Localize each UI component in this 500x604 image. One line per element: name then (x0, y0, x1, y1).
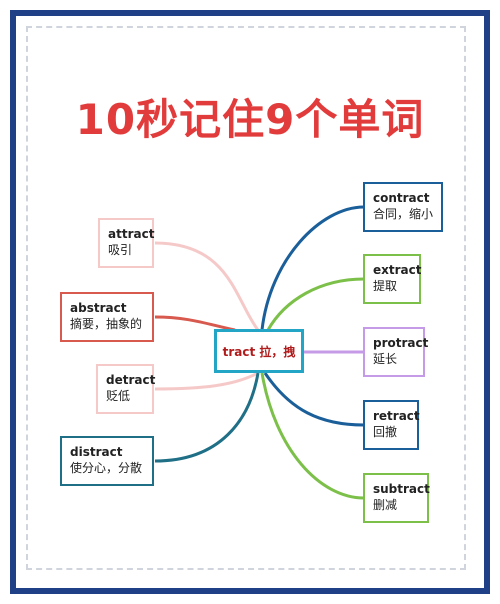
node-detract-en: detract (106, 373, 156, 387)
node-detract-cn: 贬低 (106, 389, 131, 403)
node-distract-cn: 使分心，分散 (70, 461, 143, 475)
node-distract-en: distract (70, 445, 123, 459)
node-abstract: abstract 摘要，抽象的 (60, 292, 154, 342)
node-contract-cn: 合同，缩小 (373, 207, 434, 221)
node-attract-en: attract (108, 227, 155, 241)
node-subtract: subtract 删减 (363, 473, 430, 523)
node-distract: distract 使分心，分散 (60, 436, 154, 486)
node-abstract-en: abstract (70, 301, 127, 315)
node-retract-cn: 回撤 (373, 425, 398, 439)
connector-abstract (154, 315, 236, 332)
node-subtract-cn: 删减 (373, 498, 398, 512)
node-extract-cn: 提取 (373, 279, 398, 293)
node-protract-en: protract (373, 336, 429, 350)
connector-attract (154, 241, 260, 331)
node-subtract-en: subtract (373, 482, 430, 496)
node-contract: contract 合同，缩小 (363, 182, 443, 232)
node-protract-cn: 延长 (373, 352, 398, 366)
node-extract-en: extract (373, 263, 422, 277)
connector-extract (266, 277, 365, 331)
center-node: tract 拉，拽 (214, 329, 304, 373)
connector-contract (260, 205, 365, 331)
page-title: 10秒记住9个单词 (75, 95, 425, 144)
node-contract-en: contract (373, 191, 430, 205)
node-retract-en: retract (373, 409, 420, 423)
inner-dashed-border (26, 26, 466, 570)
connector-distract (154, 372, 260, 463)
node-retract: retract 回撤 (363, 400, 420, 450)
node-abstract-cn: 摘要，抽象的 (70, 317, 143, 331)
node-extract: extract 提取 (363, 254, 421, 304)
node-attract-cn: 吸引 (108, 243, 133, 257)
node-protract: protract 延长 (363, 327, 429, 377)
connector-retract (263, 372, 365, 427)
connector-subtract (260, 372, 365, 500)
connector-detract (154, 371, 259, 391)
node-detract: detract 贬低 (96, 364, 156, 414)
node-attract: attract 吸引 (98, 218, 154, 268)
